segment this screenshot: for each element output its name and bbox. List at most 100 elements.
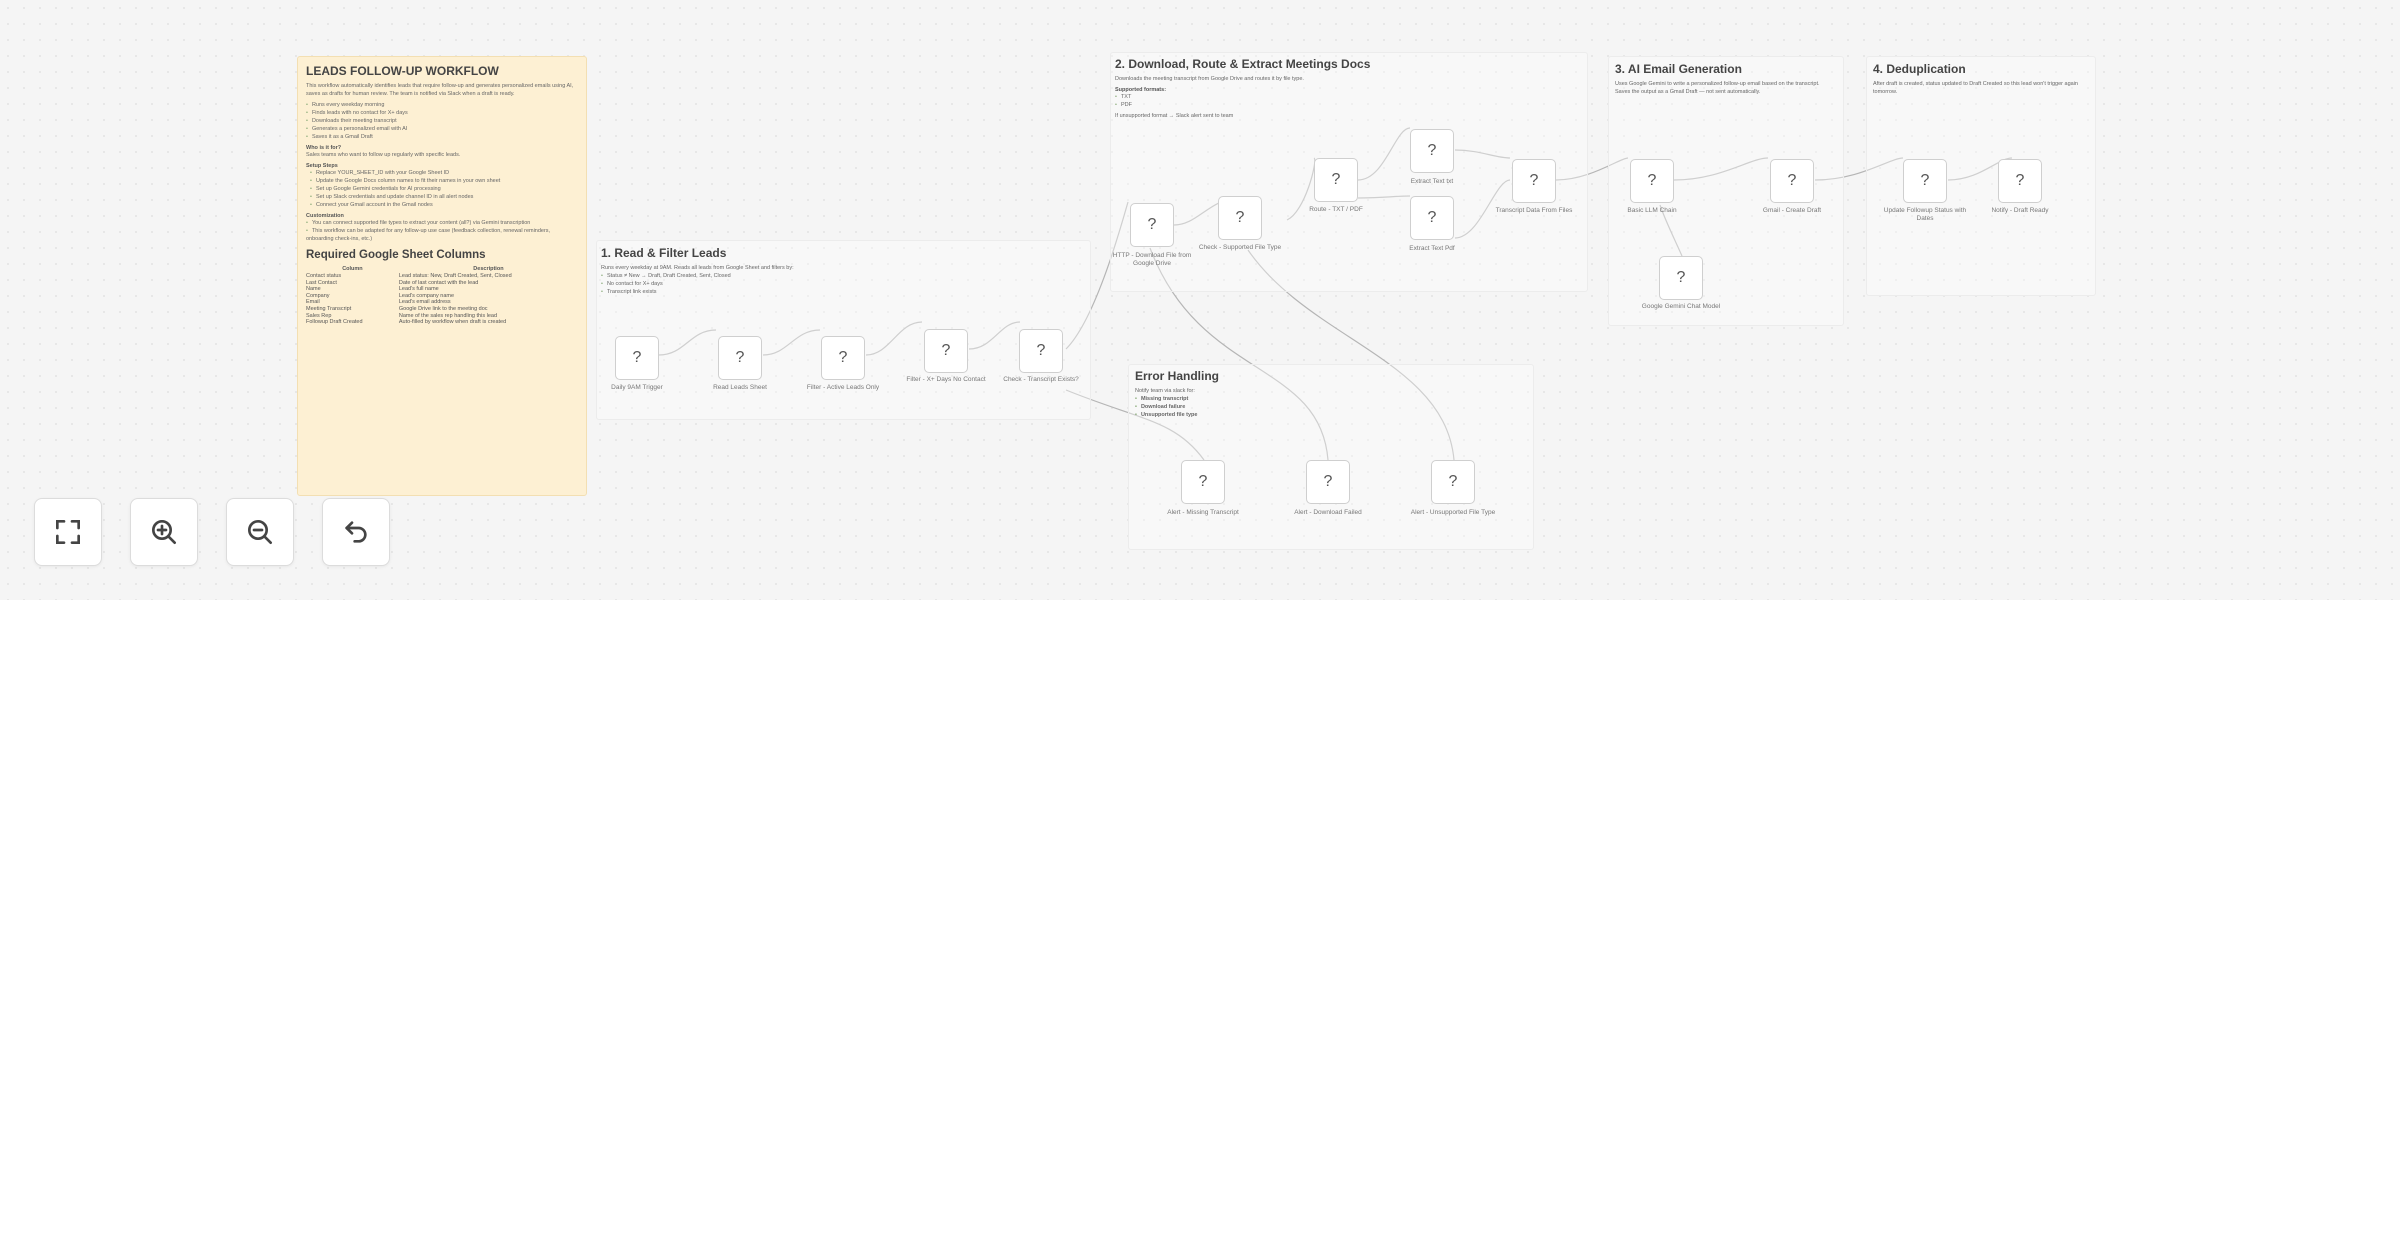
- list-item: Downloads their meeting transcript: [306, 117, 578, 125]
- node-alert-download[interactable]: ?: [1306, 460, 1350, 504]
- node-http-download[interactable]: ?: [1130, 203, 1174, 247]
- node-alert-missing[interactable]: ?: [1181, 460, 1225, 504]
- node-unknown-icon: ?: [1147, 216, 1157, 233]
- node-filter-active[interactable]: ?: [821, 336, 865, 380]
- node-basic-llm[interactable]: ?: [1630, 159, 1674, 203]
- list-item: Transcript link exists: [601, 288, 1086, 296]
- setup-title: Setup Steps: [306, 163, 338, 169]
- list-item: You can connect supported file types to …: [306, 219, 578, 227]
- section-title: Error Handling: [1135, 369, 1220, 383]
- node-transcript-data[interactable]: ?: [1512, 159, 1556, 203]
- node-unknown-icon: ?: [2015, 172, 2025, 189]
- table-cell: Name of the sales rep handling this lead: [398, 312, 498, 319]
- list-item: Update the Google Docs column names to f…: [310, 177, 578, 185]
- list-item: Set up Google Gemini credentials for AI …: [310, 185, 578, 193]
- who-title: Who is it for?: [306, 145, 342, 151]
- node-unknown-icon: ?: [632, 349, 642, 366]
- setup-list: Replace YOUR_SHEET_ID with your Google S…: [306, 169, 578, 209]
- list-item: This workflow can be adapted for any fol…: [306, 227, 578, 243]
- node-gmail-draft[interactable]: ?: [1770, 159, 1814, 203]
- who-text: Sales teams who want to follow up regula…: [306, 152, 461, 158]
- node-notify-slack[interactable]: ?: [1998, 159, 2042, 203]
- table-cell: Contact status: [306, 273, 342, 279]
- table-cell: Auto-filled by workflow when draft is cr…: [398, 319, 507, 326]
- node-check-supported[interactable]: ?: [1218, 196, 1262, 240]
- node-label: Alert - Unsupported File Type: [1410, 509, 1496, 516]
- main-title: LEADS FOLLOW-UP WORKFLOW: [306, 64, 499, 78]
- workflow-canvas[interactable]: LEADS FOLLOW-UP WORKFLOW This workflow a…: [0, 0, 2400, 600]
- node-label: Filter - Active Leads Only: [806, 384, 880, 391]
- node-unknown-icon: ?: [1920, 172, 1930, 189]
- node-extract-pdf[interactable]: ?: [1410, 196, 1454, 240]
- node-label: Route - TXT / PDF: [1309, 206, 1363, 213]
- node-unknown-icon: ?: [1448, 473, 1458, 490]
- node-label: Update Followup Status with Dates: [1883, 207, 1967, 222]
- formats-title: Supported formats:: [1115, 87, 1167, 93]
- table-row: Name Lead's full name: [306, 286, 578, 293]
- table-cell: Lead's email address: [398, 299, 451, 306]
- node-unknown-icon: ?: [1427, 142, 1437, 159]
- node-unknown-icon: ?: [1676, 269, 1686, 286]
- sticky-main-description[interactable]: LEADS FOLLOW-UP WORKFLOW This workflow a…: [297, 56, 587, 496]
- list-item: Generates a personalized email with AI: [306, 125, 578, 133]
- node-read-leads[interactable]: ?: [718, 336, 762, 380]
- section-title: 1. Read & Filter Leads: [601, 246, 727, 260]
- table-cell: Lead status: New, Draft Created, Sent, C…: [398, 273, 512, 279]
- node-unknown-icon: ?: [1787, 172, 1797, 189]
- sticky-dedup[interactable]: 4. Deduplication After draft is created,…: [1866, 56, 2096, 296]
- fit-view-button[interactable]: [34, 498, 102, 566]
- sticky-error-handling[interactable]: Error Handling Notify team via slack for…: [1128, 364, 1534, 550]
- sticky-read-filter[interactable]: 1. Read & Filter Leads Runs every weekda…: [596, 240, 1091, 420]
- node-alert-unsupported[interactable]: ?: [1431, 460, 1475, 504]
- unsupported-note: If unsupported format → Slack alert sent…: [1115, 113, 1234, 119]
- node-label: Gmail - Create Draft: [1762, 207, 1822, 214]
- zoom-out-icon: [248, 520, 272, 544]
- zoom-out-button[interactable]: [226, 498, 294, 566]
- main-steps-list: Runs every weekday morning Finds leads w…: [306, 101, 578, 141]
- zoom-in-button[interactable]: [130, 498, 198, 566]
- columns-title: Required Google Sheet Columns: [306, 249, 486, 261]
- reset-zoom-button[interactable]: [322, 498, 390, 566]
- node-route-txt[interactable]: ?: [1314, 158, 1358, 202]
- node-filter-days[interactable]: ?: [924, 329, 968, 373]
- list-item: Runs every weekday morning: [306, 101, 578, 109]
- node-gemini-model[interactable]: ?: [1659, 256, 1703, 300]
- table-cell: Name: [306, 286, 321, 293]
- table-cell: Lead's full name: [398, 286, 439, 293]
- table-cell: Meeting Transcript: [306, 305, 352, 312]
- section-list: Status ≠ New → Draft, Draft Created, Sen…: [601, 272, 1086, 296]
- section-title: 2. Download, Route & Extract Meetings Do…: [1115, 57, 1371, 71]
- node-extract-txt[interactable]: ?: [1410, 129, 1454, 173]
- table-header: Description: [473, 266, 504, 272]
- node-label: Extract Text Pdf: [1409, 245, 1455, 252]
- node-label: Read Leads Sheet: [713, 384, 767, 391]
- errors-list: Missing transcript Download failure Unsu…: [1135, 395, 1527, 419]
- node-daily-trigger[interactable]: ?: [615, 336, 659, 380]
- list-item: Saves it as a Gmail Draft: [306, 133, 578, 141]
- section-desc: Downloads the meeting transcript from Go…: [1115, 76, 1304, 82]
- section-desc: Notify team via slack for:: [1135, 388, 1195, 394]
- list-item: Finds leads with no contact for X+ days: [306, 109, 578, 117]
- list-item: PDF: [1115, 101, 1583, 109]
- node-update-status[interactable]: ?: [1903, 159, 1947, 203]
- table-cell: Lead's company name: [398, 292, 455, 299]
- columns-table: Column Description Contact status Lead st…: [306, 265, 578, 326]
- table-row: Company Lead's company name: [306, 293, 578, 300]
- table-cell: Date of last contact with the lead: [398, 279, 479, 286]
- list-item: Unsupported file type: [1135, 411, 1527, 419]
- node-unknown-icon: ?: [1331, 171, 1341, 188]
- node-unknown-icon: ?: [735, 349, 745, 366]
- node-unknown-icon: ?: [1235, 209, 1245, 226]
- main-intro: This workflow automatically identifies l…: [306, 83, 574, 97]
- table-cell: Company: [306, 292, 330, 299]
- node-label: Notify - Draft Ready: [1991, 207, 2049, 214]
- node-label: Daily 9AM Trigger: [611, 384, 663, 391]
- section-title: 4. Deduplication: [1873, 62, 1966, 76]
- node-label: Check - Supported File Type: [1198, 244, 1282, 251]
- list-item: Missing transcript: [1135, 395, 1527, 403]
- table-header: Column: [342, 266, 363, 272]
- node-check-transcript[interactable]: ?: [1019, 329, 1063, 373]
